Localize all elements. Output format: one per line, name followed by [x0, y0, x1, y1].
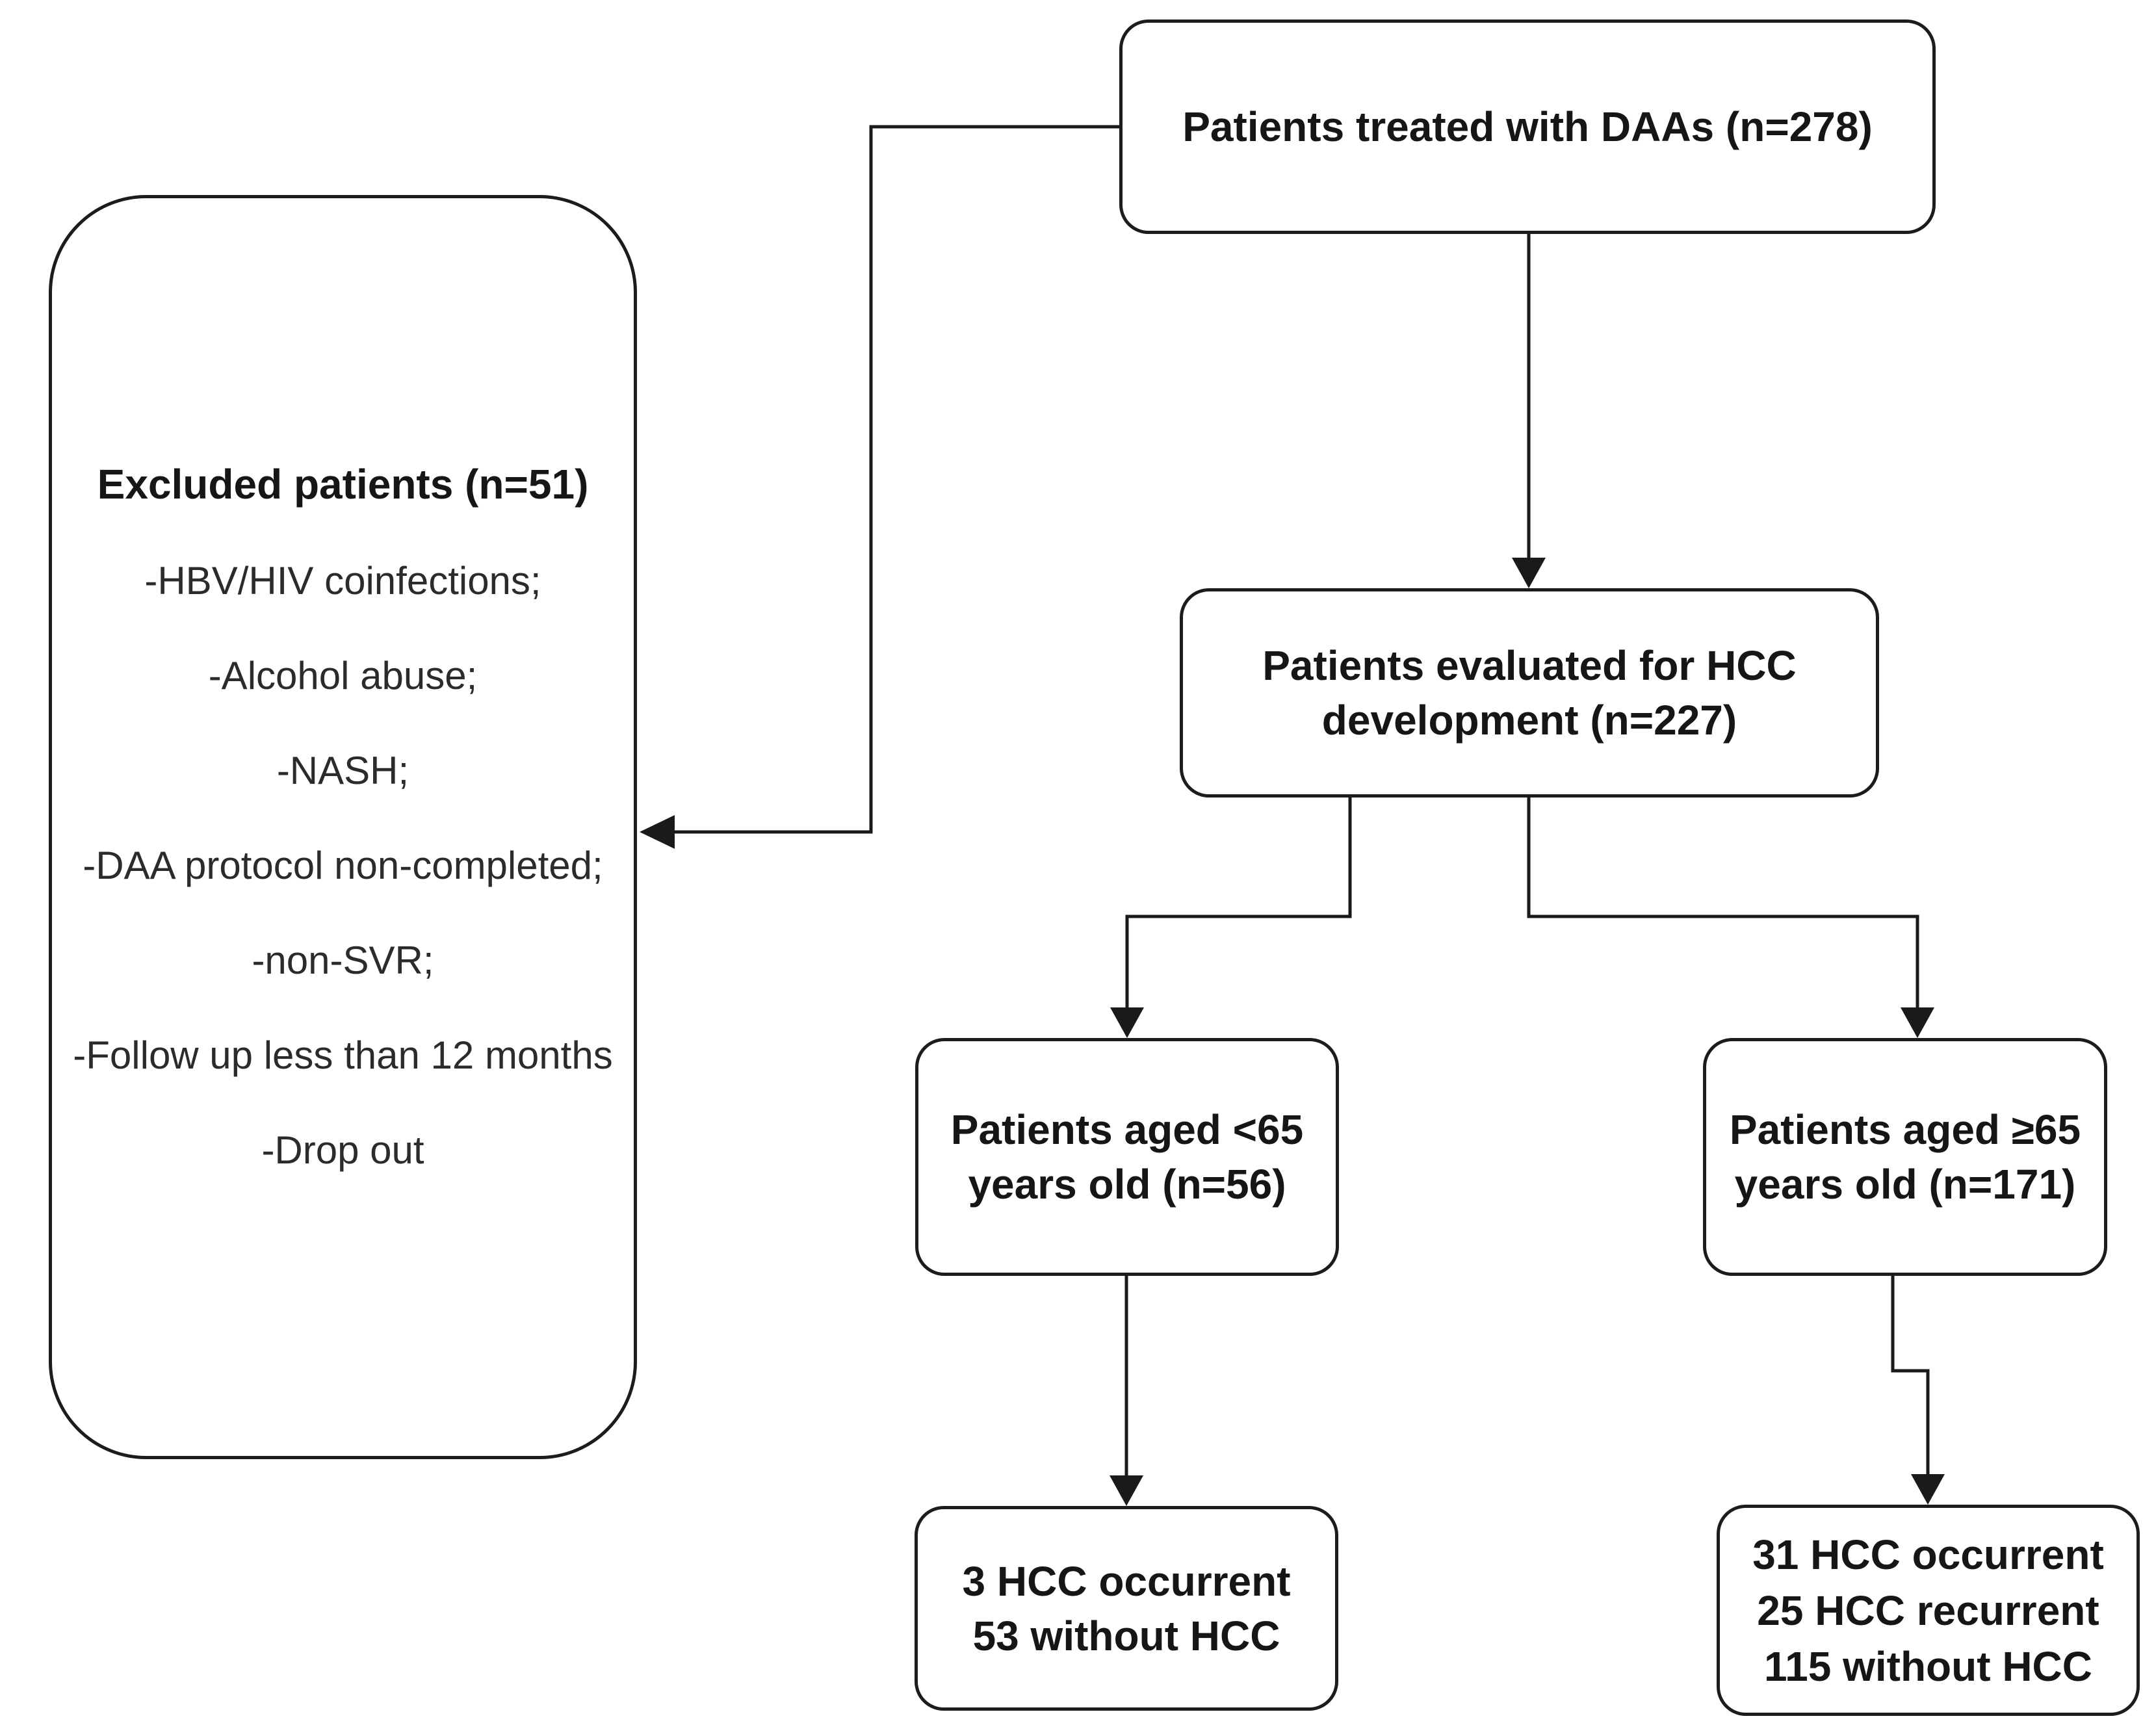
- node-aged-over-65: Patients aged ≥65 years old (n=171): [1703, 1038, 2107, 1276]
- node-under65-outcome: 3 HCC occurrent 53 without HCC: [915, 1506, 1338, 1711]
- excluded-item: -Follow up less than 12 months: [73, 1033, 613, 1077]
- node-patients-evaluated: Patients evaluated for HCC development (…: [1180, 588, 1879, 798]
- excluded-item: -Drop out: [261, 1128, 424, 1172]
- excluded-item: -NASH;: [276, 748, 409, 792]
- node-label: Patients treated with DAAs (n=278): [1182, 103, 1873, 150]
- node-label: 53 without HCC: [972, 1612, 1280, 1659]
- node-aged-under-65: Patients aged <65 years old (n=56): [915, 1038, 1339, 1276]
- node-label: years old (n=56): [968, 1161, 1286, 1208]
- excluded-item: -Alcohol abuse;: [208, 653, 478, 697]
- excluded-title: Excluded patients (n=51): [97, 461, 589, 508]
- node-label: 3 HCC occurrent: [962, 1557, 1291, 1605]
- node-label: 25 HCC recurrent: [1757, 1587, 2099, 1634]
- node-label: development (n=227): [1321, 697, 1737, 744]
- node-over65-outcome: 31 HCC occurrent 25 HCC recurrent 115 wi…: [1717, 1505, 2140, 1716]
- node-label: 115 without HCC: [1764, 1642, 2092, 1690]
- arrowhead-under65-outcome: [1110, 1475, 1143, 1506]
- connector-evaluated-to-under65: [1125, 798, 1352, 1009]
- arrowhead-evaluated: [1512, 558, 1546, 588]
- node-excluded-patients: Excluded patients (n=51) -HBV/HIV coinfe…: [49, 195, 637, 1459]
- node-label: 31 HCC occurrent: [1752, 1531, 2104, 1578]
- arrowhead-over65-outcome: [1911, 1474, 1945, 1505]
- node-label: Patients aged <65: [950, 1106, 1304, 1153]
- arrowhead-over65: [1901, 1007, 1934, 1038]
- excluded-item: -non-SVR;: [252, 938, 434, 982]
- node-label: years old (n=171): [1734, 1161, 2076, 1208]
- node-patients-treated: Patients treated with DAAs (n=278): [1119, 19, 1936, 234]
- excluded-item: -DAA protocol non-completed;: [83, 843, 603, 887]
- connector-evaluated-to-over65: [1527, 798, 1919, 1009]
- excluded-item: -HBV/HIV coinfections;: [144, 558, 541, 603]
- connector-treated-to-excluded: [673, 125, 1119, 834]
- arrowhead-under65: [1110, 1007, 1144, 1038]
- connector-over65-to-outcome: [1891, 1276, 1930, 1475]
- node-label: Patients aged ≥65: [1729, 1106, 2081, 1153]
- arrowhead-excluded: [640, 815, 675, 849]
- node-label: Patients evaluated for HCC: [1262, 642, 1797, 689]
